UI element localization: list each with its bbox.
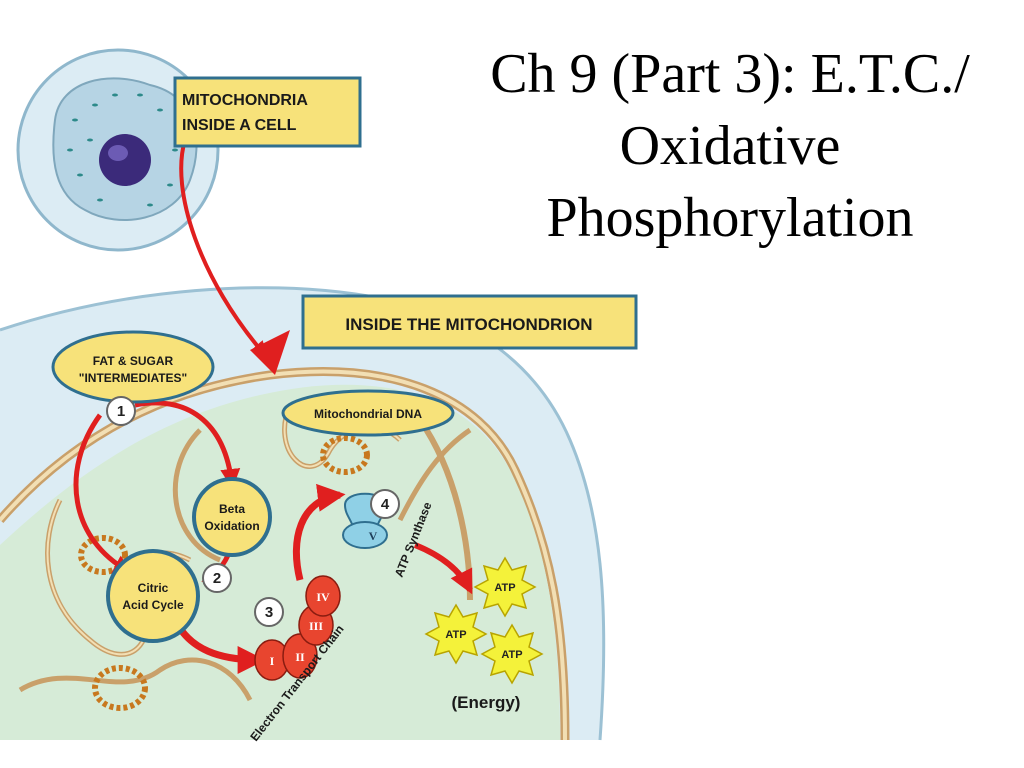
complex-i-label: I <box>270 654 275 668</box>
slide-title: Ch 9 (Part 3): E.T.C./ Oxidative Phospho… <box>440 38 1020 254</box>
svg-text:INSIDE THE MITOCHONDRION: INSIDE THE MITOCHONDRION <box>345 315 592 334</box>
step-3-label: 3 <box>265 604 273 621</box>
citric-acid-cycle-node: Citric Acid Cycle <box>106 549 200 643</box>
step-2-label: 2 <box>213 570 221 587</box>
cell-label-box: MITOCHONDRIA INSIDE A CELL <box>173 76 362 148</box>
svg-text:Mitochondrial DNA: Mitochondrial DNA <box>314 407 422 421</box>
complex-iii-label: III <box>309 619 323 633</box>
big-arrowhead-icon <box>250 330 290 375</box>
atp-label-1: ATP <box>494 582 515 594</box>
svg-text:MITOCHONDRIA: MITOCHONDRIA <box>182 92 308 109</box>
atp-burst-icon <box>424 556 544 685</box>
step-badges <box>106 396 400 627</box>
energy-label: (Energy) <box>452 693 521 712</box>
beta-oxidation-node: Beta Oxidation <box>192 477 272 557</box>
atp-label-2: ATP <box>445 629 466 641</box>
complex-v-label: V <box>369 529 378 543</box>
mitochondrion-label-box: INSIDE THE MITOCHONDRION <box>301 294 638 350</box>
svg-text:INSIDE A CELL: INSIDE A CELL <box>182 117 297 134</box>
svg-text:"INTERMEDIATES": "INTERMEDIATES" <box>79 371 188 385</box>
cell-illustration <box>16 48 220 252</box>
svg-text:Oxidation: Oxidation <box>204 519 259 533</box>
complex-iv-label: IV <box>316 590 330 604</box>
title-line-3: Phosphorylation <box>546 187 914 249</box>
etc-complexes <box>254 575 341 681</box>
mito-dna-node: Mitochondrial DNA <box>281 389 455 437</box>
fat-sugar-node: FAT & SUGAR "INTERMEDIATES" <box>51 330 215 404</box>
atp-label-3: ATP <box>501 649 522 661</box>
svg-text:Citric: Citric <box>138 581 169 595</box>
dna-ring-icon <box>78 435 370 711</box>
svg-text:Acid Cycle: Acid Cycle <box>122 598 184 612</box>
svg-text:FAT & SUGAR: FAT & SUGAR <box>93 354 174 368</box>
svg-text:Beta: Beta <box>219 502 245 516</box>
step-1-label: 1 <box>117 403 125 420</box>
step-4-label: 4 <box>381 496 390 513</box>
title-line-2: Oxidative <box>619 115 841 177</box>
complex-ii-label: II <box>295 650 305 664</box>
title-line-1: Ch 9 (Part 3): E.T.C./ <box>490 43 970 105</box>
